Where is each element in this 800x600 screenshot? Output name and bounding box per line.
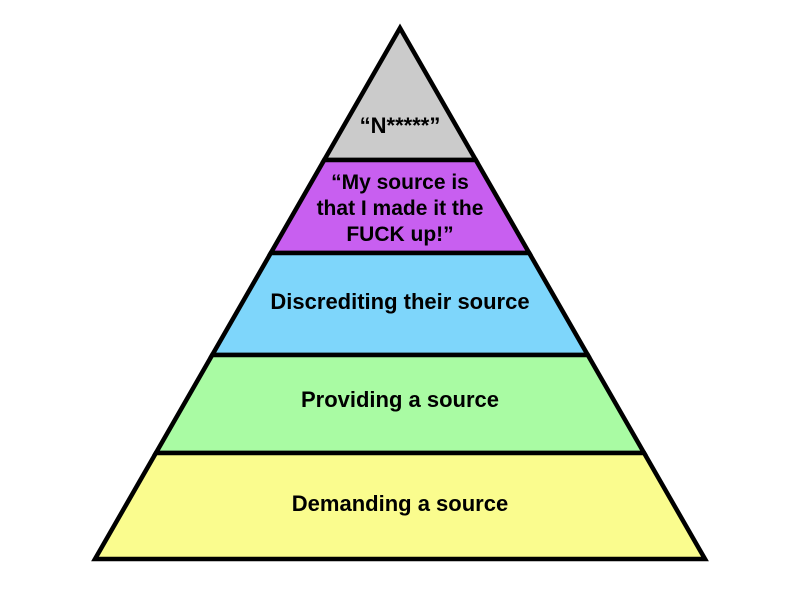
tier-5-band xyxy=(91,450,709,562)
tier-5-label: Demanding a source xyxy=(292,491,508,516)
tier-4-label: Providing a source xyxy=(301,387,499,412)
tier-3-label: Discrediting their source xyxy=(270,289,529,314)
tier-2-label-line-2: that I made it the xyxy=(317,197,484,220)
tier-2-label-line-1: “My source is xyxy=(331,171,469,194)
tier-1-band xyxy=(320,23,480,163)
tier-2-label-line-3: FUCK up!” xyxy=(346,223,453,246)
tier-1-label: “N*****” xyxy=(360,113,441,138)
